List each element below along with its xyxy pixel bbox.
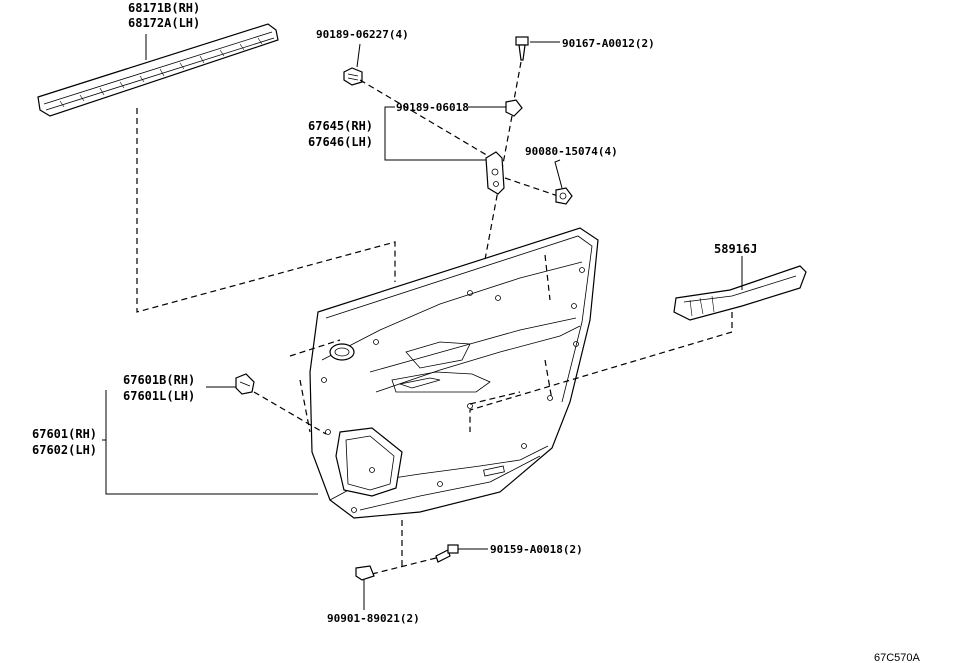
trim-58916j-part xyxy=(673,265,807,321)
callout-moulding-lh: 68172A(LH) xyxy=(128,16,200,30)
callout-screw-a0018: 90159-A0018(2) xyxy=(490,543,583,556)
clip-90189-06018-part xyxy=(505,99,523,117)
callout-bracket-lh: 67646(LH) xyxy=(308,135,373,149)
callout-clip-06227: 90189-06227(4) xyxy=(316,28,409,41)
callout-screw-15074: 90080-15074(4) xyxy=(525,145,618,158)
figure-code: 67C570A xyxy=(874,652,921,663)
clip-90901-89021-part xyxy=(355,565,375,581)
callout-bracket-rh: 67645(RH) xyxy=(308,119,373,133)
clip-67601b-part xyxy=(235,373,255,395)
screw-90167-a0012-part xyxy=(515,36,529,61)
clip-90189-06227-part xyxy=(343,67,363,86)
callout-board-sub-rh: 67601B(RH) xyxy=(123,373,195,387)
bracket-67645-part xyxy=(485,151,505,195)
callout-screw-a0012: 90167-A0012(2) xyxy=(562,37,655,50)
callout-clip-89021: 90901-89021(2) xyxy=(327,612,420,625)
callout-board-lh: 67602(LH) xyxy=(32,443,97,457)
callout-board-sub-lh: 67601L(LH) xyxy=(123,389,195,403)
screw-90080-15074-part xyxy=(555,187,573,205)
callout-clip-06018: 90189-06018 xyxy=(396,101,469,114)
callout-board-rh: 67601(RH) xyxy=(32,427,97,441)
callout-trim-58916j: 58916J xyxy=(714,242,757,256)
callout-moulding-rh: 68171B(RH) xyxy=(128,1,200,15)
belt-moulding-part xyxy=(37,23,279,117)
screw-90159-a0018-part xyxy=(435,544,459,563)
door-trim-board-part xyxy=(289,227,599,519)
